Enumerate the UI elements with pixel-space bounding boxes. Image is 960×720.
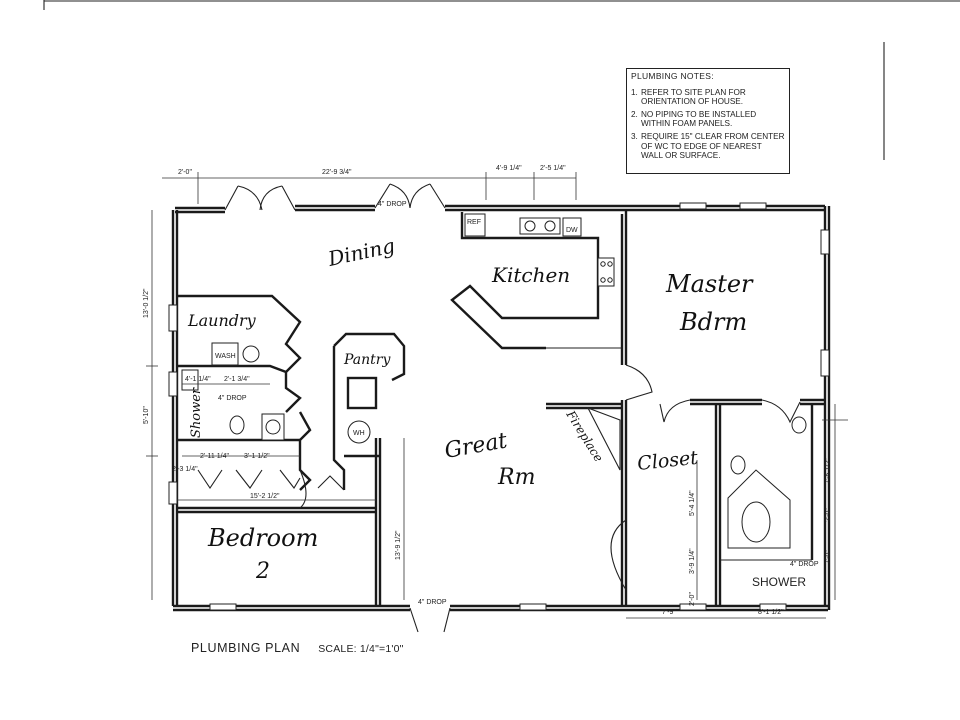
label-drop-bath: 4" DROP — [218, 395, 247, 402]
window-top-1 — [679, 202, 707, 210]
window-bottom-3 — [679, 603, 707, 611]
dim-bottom-bath: 8'-1 1/2" — [758, 609, 784, 616]
dim-bottom-closet: 7'-9" — [662, 609, 676, 616]
dim-left-upper: 13'-0 1/2" — [143, 288, 150, 318]
window-bottom-4 — [759, 603, 787, 611]
plan-caption: PLUMBING PLAN SCALE: 1/4"=1'0" — [191, 641, 404, 655]
front-double-door — [224, 185, 296, 211]
note-number: 2. — [631, 109, 638, 119]
window-bath — [168, 371, 178, 397]
refrigerator — [464, 213, 486, 237]
dim-closet-v1: 5'-4 1/4" — [689, 490, 696, 516]
dim-top-kitchen2: 2'-5 1/4" — [540, 165, 566, 172]
room-master-line1: Master — [665, 270, 754, 298]
room-bedroom-line1: Bedroom — [207, 524, 318, 552]
label-wh: WH — [353, 430, 365, 437]
note-text: REFER TO SITE PLAN FOR ORIENTATION OF HO… — [641, 87, 746, 107]
toilet-bath2 — [229, 415, 245, 435]
room-dining: Dining — [325, 233, 397, 271]
room-shower-hand: Shower — [189, 387, 204, 438]
dim-center-v: 13'-9 1/2" — [395, 530, 402, 560]
interior-walls — [177, 210, 825, 606]
plan-scale: SCALE: 1/4"=1'0" — [318, 643, 404, 655]
label-dw: DW — [566, 227, 578, 234]
toilet-master-2 — [730, 455, 746, 475]
dim-right-v3: 7'-0" — [825, 550, 832, 564]
note-text: NO PIPING TO BE INSTALLED WITHIN FOAM PA… — [641, 109, 757, 129]
toilet-master — [791, 416, 807, 434]
window-master-1 — [820, 229, 830, 255]
dim-bath-w1: 2'-11 1/4" — [200, 453, 230, 460]
washer — [211, 342, 239, 366]
room-laundry: Laundry — [187, 311, 257, 330]
room-fireplace: Fireplace — [563, 407, 606, 464]
interior-door-swings — [197, 364, 801, 591]
dim-closet-v2: 3'-9 1/4" — [689, 548, 696, 574]
dim-top-main: 22'-9 3/4" — [322, 169, 352, 176]
label-drop-top: 4" DROP — [378, 201, 407, 208]
room-bedroom-line2: 2 — [255, 559, 270, 584]
dim-right-v2: 2'-0" — [825, 508, 832, 522]
label-drop-entry: 4" DROP — [418, 599, 447, 606]
room-great-line1: Great — [443, 428, 510, 464]
label-wash: WASH — [215, 353, 236, 360]
laundry-tub — [181, 369, 199, 391]
room-closet: Closet — [636, 447, 699, 475]
room-pantry: Pantry — [343, 352, 391, 368]
dim-right-v1: 7'-5 1/2" — [825, 458, 832, 484]
rear-double-door — [374, 183, 446, 209]
plumbing-notes-box: PLUMBING NOTES: 1. REFER TO SITE PLAN FO… — [626, 68, 790, 174]
entry-door — [409, 607, 451, 633]
window-master-2 — [820, 349, 830, 377]
dim-laundry-w2: 2'-1 3/4" — [224, 376, 250, 383]
dimension-lines — [146, 172, 848, 619]
note-item: 1. REFER TO SITE PLAN FOR ORIENTATION OF… — [631, 88, 785, 107]
dim-top-left: 2'-0" — [178, 169, 192, 176]
fixture-labels: REF DW WASH WH 4" DROP 4" DROP 4" DROP 4… — [215, 201, 819, 606]
window-bottom-2 — [519, 603, 547, 611]
plan-title: PLUMBING PLAN — [191, 641, 301, 655]
dim-left-lower: 2'-3 1/4" — [172, 466, 198, 473]
room-master-line2: Bdrm — [679, 308, 747, 336]
dimension-labels: 2'-0" 22'-9 3/4" 4'-9 1/4" 2'-5 1/4" 13'… — [143, 165, 832, 616]
note-number: 1. — [631, 87, 638, 97]
label-ref: REF — [467, 219, 481, 226]
dim-closet-v3: 2'-0" — [689, 592, 696, 606]
room-great-line2: Rm — [497, 465, 535, 490]
note-item: 2. NO PIPING TO BE INSTALLED WITHIN FOAM… — [631, 110, 785, 129]
dishwasher — [562, 217, 582, 237]
notes-title: PLUMBING NOTES: — [631, 71, 714, 81]
window-laundry — [168, 304, 178, 332]
window-bottom-1 — [209, 603, 237, 611]
dim-top-kitchen1: 4'-9 1/4" — [496, 165, 522, 172]
room-labels: Dining Kitchen Master Bdrm Laundry Pantr… — [187, 233, 806, 589]
window-top-2 — [739, 202, 767, 210]
dim-laundry-w1: 4'-1 1/4" — [185, 376, 211, 383]
dim-left-middle: 5'-10" — [143, 406, 150, 424]
fixtures — [181, 213, 807, 549]
window-bedroom — [168, 481, 178, 505]
dim-bath-w2: 3'-1 1/2" — [244, 453, 270, 460]
note-item: 3. REQUIRE 15" CLEAR FROM CENTER OF WC T… — [631, 132, 785, 161]
water-heater — [347, 420, 371, 444]
note-number: 3. — [631, 131, 638, 141]
note-text: REQUIRE 15" CLEAR FROM CENTER OF WC TO E… — [641, 131, 785, 161]
label-drop-shower: 4" DROP — [790, 561, 819, 568]
room-kitchen: Kitchen — [491, 263, 570, 287]
room-shower-print: SHOWER — [752, 575, 806, 589]
dim-bedroom-w: 15'-2 1/2" — [250, 493, 280, 500]
